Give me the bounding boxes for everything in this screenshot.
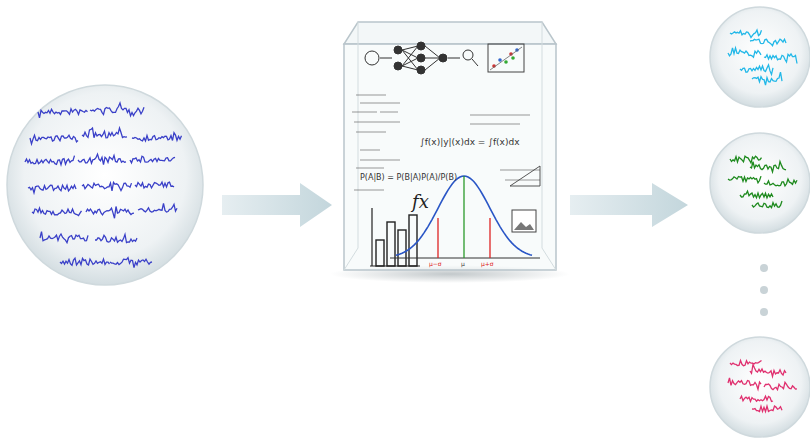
- neural-net-icon: [365, 42, 478, 74]
- signal-waveform: [60, 258, 110, 265]
- signal-waveform: [78, 154, 126, 165]
- glass-edge: [358, 22, 359, 248]
- signal-waveform: [750, 365, 786, 377]
- glass-top: [344, 22, 556, 44]
- formula-scribbles: [352, 95, 540, 190]
- ellipsis-dot: [760, 286, 768, 294]
- ellipsis-dot: [760, 308, 768, 316]
- formula-text: P(A|B) = P(B|A)P(A)/P(B): [360, 174, 457, 183]
- signal-waveform: [730, 156, 762, 163]
- triangle-sketch: [510, 166, 540, 186]
- output-bubble: [710, 133, 810, 233]
- signal-waveform: [90, 103, 144, 116]
- ellipsis-dot: [760, 264, 768, 272]
- flow-arrow: [570, 183, 688, 227]
- axis-label: μ−σ: [429, 261, 442, 268]
- signal-waveform: [740, 65, 773, 75]
- signal-waveform: [132, 133, 182, 141]
- signal-waveform: [28, 185, 76, 193]
- signal-waveform: [130, 156, 175, 163]
- output-bubble: [710, 337, 810, 437]
- signal-waveform: [728, 378, 761, 389]
- glass-edge: [542, 248, 556, 270]
- signal-waveform: [138, 203, 177, 212]
- image-icon: [512, 210, 536, 232]
- signal-waveform: [764, 54, 797, 64]
- formula-text: ∫f(x)|y|(x)dx = ∫f(x)dx: [420, 138, 520, 148]
- signal-waveform: [95, 234, 137, 242]
- signal-waveform: [730, 360, 762, 365]
- signal-waveform: [740, 191, 773, 198]
- signal-waveform: [730, 30, 762, 38]
- signal-waveform: [82, 128, 127, 138]
- signal-waveform: [750, 39, 786, 46]
- signal-waveform: [728, 48, 761, 57]
- glass-edge: [344, 248, 358, 270]
- signal-waveform: [752, 72, 782, 85]
- signal-waveform: [750, 162, 786, 172]
- axis-label: μ: [461, 261, 465, 268]
- signal-waveform: [752, 406, 782, 411]
- signal-waveform: [30, 135, 78, 144]
- signal-waveform: [110, 258, 152, 268]
- output-bubble: [710, 7, 810, 107]
- axis-label: μ+σ: [481, 261, 494, 268]
- signal-waveform: [740, 396, 773, 401]
- flow-arrow: [222, 183, 332, 227]
- signal-waveform: [25, 156, 75, 165]
- signal-waveform: [752, 201, 782, 208]
- signal-waveform: [32, 208, 82, 216]
- glass-edge: [542, 22, 543, 248]
- signal-waveform: [82, 182, 132, 190]
- input-bubble: [7, 85, 203, 285]
- signal-waveform: [764, 179, 797, 186]
- bell-curve: [390, 176, 540, 258]
- function-symbol: fx: [412, 192, 429, 212]
- signal-waveform: [40, 232, 88, 243]
- glass-front: [344, 44, 556, 270]
- bar-chart: [370, 208, 420, 266]
- signal-waveform: [764, 382, 797, 389]
- scatter-icon: [488, 44, 524, 72]
- signal-waveform: [135, 182, 174, 188]
- signal-waveform: [38, 109, 88, 118]
- signal-waveform: [728, 176, 761, 183]
- signal-waveform: [86, 207, 134, 219]
